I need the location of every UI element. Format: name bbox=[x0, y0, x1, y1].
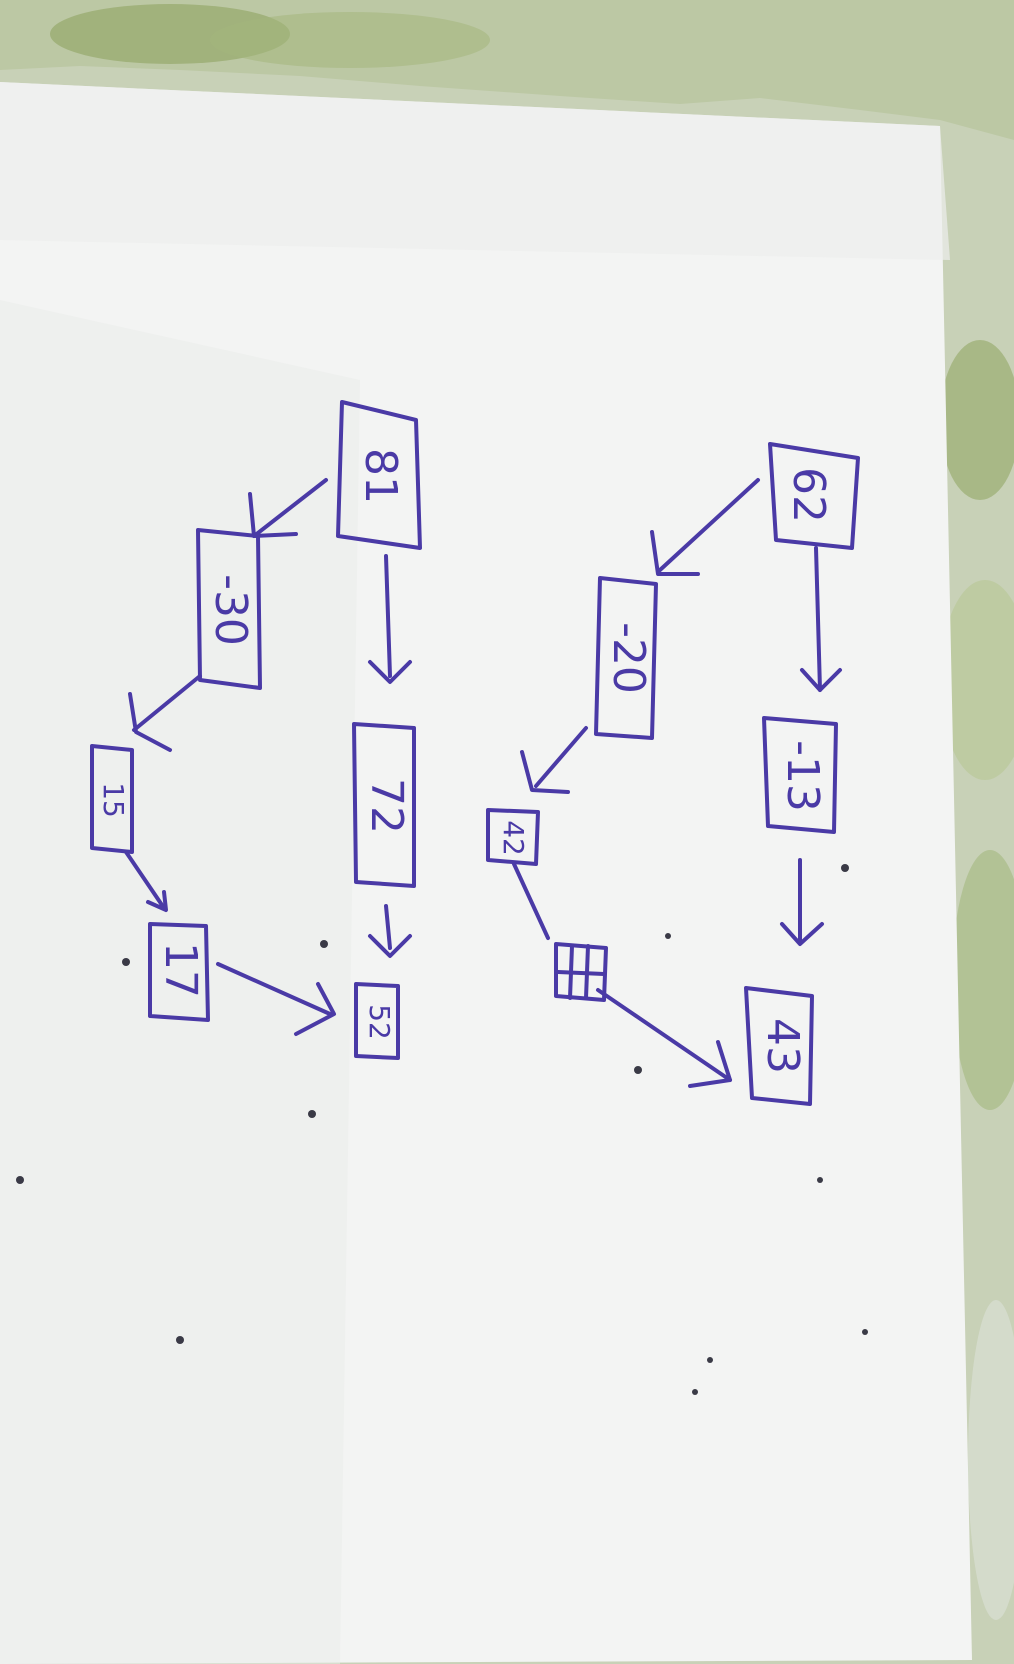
label-17: 17 bbox=[155, 942, 206, 998]
box-17 bbox=[148, 922, 210, 1022]
label-42: 42 bbox=[497, 820, 530, 856]
arrowhead bbox=[780, 922, 824, 946]
arrowhead bbox=[128, 692, 172, 752]
label-62: 62 bbox=[783, 467, 834, 523]
hatch-line bbox=[556, 970, 606, 976]
leaf-top-middle bbox=[210, 12, 490, 68]
label-15: 15 bbox=[97, 782, 130, 818]
label-43: 43 bbox=[757, 1018, 808, 1074]
arrow-minus-30-to-15 bbox=[132, 674, 202, 732]
leaf-right-upper bbox=[940, 340, 1014, 500]
box-81 bbox=[336, 400, 422, 550]
arrow-72-to-52 bbox=[384, 904, 392, 950]
box-minus-20 bbox=[594, 576, 658, 740]
speck bbox=[320, 940, 328, 948]
box-52 bbox=[354, 982, 400, 1060]
speck bbox=[665, 933, 671, 939]
arrowhead bbox=[146, 890, 168, 912]
arrow-42-to-hatched bbox=[512, 862, 550, 940]
leaf-right-middle bbox=[940, 580, 1014, 780]
speck bbox=[308, 1110, 316, 1118]
label-72: 72 bbox=[361, 778, 412, 834]
label-minus-13: -13 bbox=[777, 740, 828, 812]
label-81: 81 bbox=[355, 448, 406, 504]
arrow-62-to-minus-20 bbox=[658, 478, 760, 572]
leaf-right-lower bbox=[952, 850, 1014, 1110]
paper-sheet bbox=[0, 82, 972, 1664]
upper-labels: 62 -13 43 -20 42 田 bbox=[497, 467, 834, 1074]
speck bbox=[176, 1336, 184, 1344]
arrowhead bbox=[650, 530, 700, 576]
label-52: 52 bbox=[363, 1004, 396, 1040]
box-43 bbox=[744, 986, 814, 1106]
arrow-17-to-52 bbox=[216, 962, 332, 1016]
arrowhead bbox=[800, 668, 842, 692]
arrowhead bbox=[688, 1040, 732, 1088]
box-72 bbox=[352, 722, 416, 888]
speck bbox=[862, 1329, 868, 1335]
speck bbox=[841, 864, 849, 872]
plastic-sheet-right bbox=[968, 1300, 1014, 1620]
arrowhead bbox=[294, 982, 336, 1036]
diagram-lower bbox=[90, 400, 422, 1060]
arrow-62-to-minus-13 bbox=[814, 546, 822, 692]
arrowhead bbox=[368, 934, 412, 958]
arrow-81-to-72 bbox=[384, 554, 392, 678]
box-minus-30 bbox=[196, 528, 262, 690]
arrow-hatched-to-43 bbox=[596, 988, 732, 1082]
label-minus-30: -30 bbox=[205, 574, 256, 646]
speck bbox=[707, 1357, 713, 1363]
box-62 bbox=[768, 442, 860, 550]
box-15 bbox=[90, 744, 134, 854]
arrow-minus-20-to-42 bbox=[534, 726, 588, 788]
arrowhead bbox=[368, 660, 412, 684]
speck bbox=[634, 1066, 642, 1074]
label-minus-20: -20 bbox=[603, 622, 654, 694]
arrow-15-to-17 bbox=[124, 850, 166, 910]
paper-shadow-left bbox=[0, 300, 360, 1664]
lower-labels: 81 72 52 -30 15 17 bbox=[97, 448, 412, 1040]
arrow-81-to-minus-30 bbox=[252, 478, 328, 538]
speck bbox=[16, 1176, 24, 1184]
box-42 bbox=[486, 808, 540, 866]
diagram-upper bbox=[486, 442, 860, 1106]
arrowhead bbox=[248, 492, 298, 538]
speck bbox=[817, 1177, 823, 1183]
paper-shade-top bbox=[0, 82, 950, 260]
speck bbox=[122, 958, 130, 966]
box-minus-13 bbox=[762, 716, 838, 834]
speck bbox=[692, 1389, 698, 1395]
arrowhead bbox=[520, 750, 570, 794]
